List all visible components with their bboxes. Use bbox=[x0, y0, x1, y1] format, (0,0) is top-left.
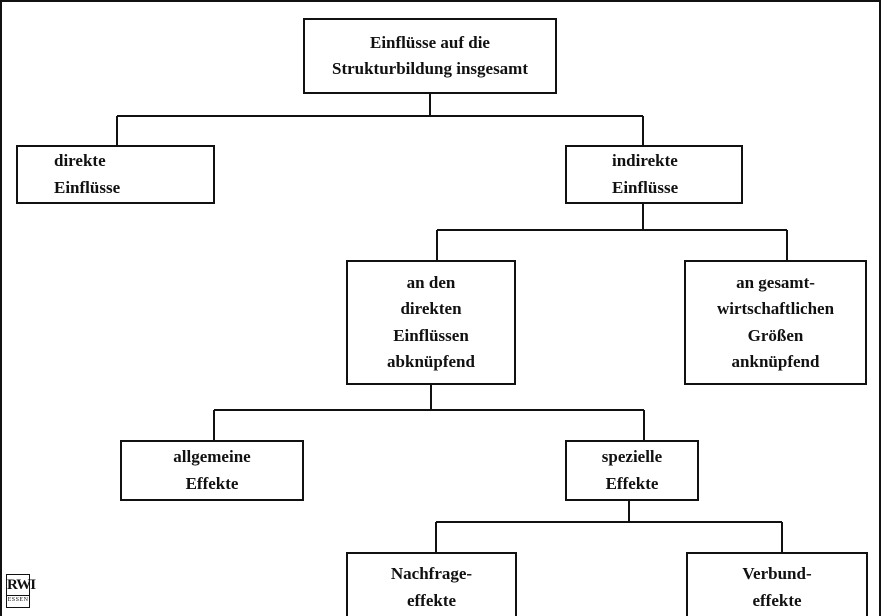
node-demand-line-1: Nachfrage- bbox=[390, 564, 473, 584]
node-ind-direct-line-2: direkten bbox=[400, 299, 462, 319]
node-ind-macro-line-1: an gesamt- bbox=[736, 272, 815, 292]
node-ind-macro-line-4: anknüpfend bbox=[731, 351, 820, 371]
node-special-line-2: Effekte bbox=[605, 473, 659, 493]
node-general-line-2: Effekte bbox=[185, 473, 239, 493]
node-ind-direct-line-1: an den bbox=[406, 272, 456, 292]
node-indirect-line-2: Einflüsse bbox=[612, 177, 679, 197]
node-general-line-1: allgemeine bbox=[173, 447, 251, 467]
node-network-line-1: Verbund- bbox=[742, 564, 812, 584]
node-direct-line-1: direkte bbox=[54, 151, 106, 171]
node-special: spezielle Effekte bbox=[565, 440, 699, 501]
node-demand-line-2: effekte bbox=[406, 590, 457, 610]
node-network-line-2: effekte bbox=[752, 590, 802, 610]
node-ind-macro-line-3: Größen bbox=[747, 325, 804, 345]
rwi-logo: RWI ESSEN bbox=[6, 574, 36, 608]
node-ind-macro: an gesamt- wirtschaftlichen Größen anknü… bbox=[684, 260, 867, 385]
node-direct-line-2: Einflüsse bbox=[54, 177, 121, 197]
node-ind-direct-line-4: abknüpfend bbox=[387, 351, 475, 371]
node-root-line-1: Einflüsse auf die bbox=[370, 32, 490, 52]
node-general: allgemeine Effekte bbox=[120, 440, 304, 501]
node-special-line-1: spezielle bbox=[601, 447, 663, 467]
node-demand: Nachfrage- effekte bbox=[346, 552, 517, 616]
node-indirect: indirekte Einflüsse bbox=[565, 145, 743, 204]
node-direct: direkte Einflüsse bbox=[16, 145, 215, 204]
node-ind-direct-line-3: Einflüssen bbox=[393, 325, 469, 345]
rwi-logo-subtext: ESSEN bbox=[7, 595, 29, 603]
node-root: Einflüsse auf die Strukturbildung insges… bbox=[303, 18, 557, 94]
node-indirect-line-1: indirekte bbox=[612, 151, 678, 171]
node-ind-direct: an den direkten Einflüssen abknüpfend bbox=[346, 260, 516, 385]
node-network: Verbund- effekte bbox=[686, 552, 868, 616]
rwi-logo-mark: RWI bbox=[7, 577, 36, 593]
node-root-line-2: Strukturbildung insgesamt bbox=[331, 59, 529, 78]
node-ind-macro-line-2: wirtschaftlichen bbox=[716, 299, 835, 319]
